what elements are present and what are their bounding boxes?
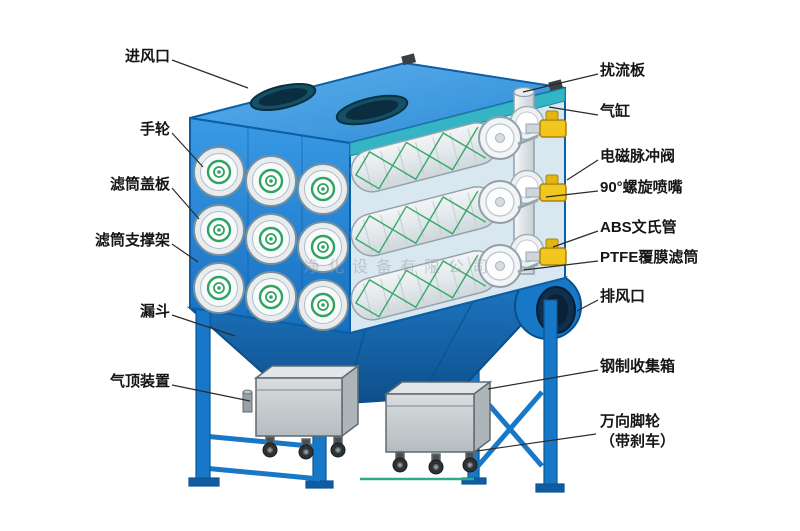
label-filter-cover: 滤筒盖板 <box>109 176 170 193</box>
lifting-lug <box>401 53 417 66</box>
leader-line <box>552 230 599 248</box>
label-collection-box: 钢制收集箱 <box>600 358 676 375</box>
label-ptfe-cartridge: PTFE覆膜滤筒 <box>600 249 699 266</box>
leader-line <box>171 59 249 89</box>
collection-box-2 <box>383 380 493 475</box>
housing-front-face <box>189 116 351 335</box>
label-handwheel: 手轮 <box>139 121 170 138</box>
leader-lines <box>171 59 599 452</box>
label-hopper: 漏斗 <box>139 303 170 320</box>
caster-wheel <box>298 438 314 460</box>
leader-line <box>476 433 597 452</box>
leader-line <box>171 314 236 337</box>
air-inlet-opening <box>335 94 409 126</box>
leader-line <box>171 384 251 402</box>
label-filter-support: 滤筒支撑架 <box>94 232 170 249</box>
baffle-plate <box>349 87 566 157</box>
collection-box-1 <box>253 364 361 460</box>
filter-cover-plate <box>244 212 298 266</box>
label-baffle: 扰流板 <box>600 62 646 79</box>
housing-cutaway <box>349 86 568 335</box>
caster-wheel <box>392 451 408 473</box>
caster-wheel <box>330 436 346 458</box>
leader-line <box>171 132 204 168</box>
caster-wheel <box>428 453 444 475</box>
label-air-top-device: 气顶装置 <box>109 373 170 390</box>
leader-line <box>487 369 599 390</box>
filter-cover-plate <box>192 203 246 257</box>
leader-line <box>171 243 199 263</box>
label-venturi: ABS文氏管 <box>600 219 677 236</box>
label-caster-line1: 万向脚轮 <box>600 413 661 430</box>
leader-line <box>523 260 599 271</box>
leader-line <box>548 106 599 116</box>
filter-cover-plate <box>192 261 246 315</box>
leader-line <box>171 187 200 220</box>
label-exhaust-outlet: 排风口 <box>600 288 646 305</box>
label-air-cylinder: 气缸 <box>600 103 631 120</box>
filter-cover-plate <box>192 145 246 199</box>
filter-cover-plate <box>244 154 298 208</box>
air-inlet-opening <box>249 82 317 112</box>
air-top-device <box>242 389 253 413</box>
label-caster-line2: （带刹车） <box>600 433 676 450</box>
leader-line <box>566 159 599 181</box>
lifting-lug <box>548 79 564 92</box>
label-caster: 万向脚轮 （带刹车） <box>600 412 675 452</box>
label-pulse-valve: 电磁脉冲阀 <box>600 148 676 165</box>
leader-line <box>522 73 599 93</box>
label-air-inlet: 进风口 <box>124 48 170 65</box>
watermark: 净化设备有限公司 <box>304 258 496 276</box>
filter-cover-plate <box>296 162 350 216</box>
leader-line <box>545 190 599 198</box>
leader-line <box>576 299 599 312</box>
filter-cover-plate <box>296 278 350 332</box>
filter-cover-plate <box>244 270 298 324</box>
label-spiral-nozzle: 90°螺旋喷嘴 <box>600 179 683 196</box>
